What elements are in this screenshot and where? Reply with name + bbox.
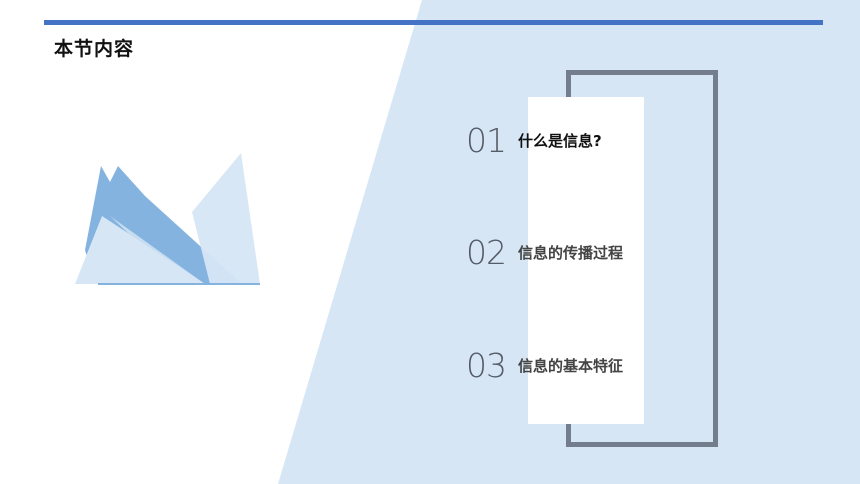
agenda-item-label: 信息的基本特征 [518, 356, 624, 375]
agenda-item-label: 信息的传播过程 [518, 243, 624, 262]
agenda-item-label: 什么是信息? [518, 131, 602, 150]
agenda-item-number: 03 [466, 345, 507, 385]
agenda-item-1[interactable]: 01 什么是信息? [466, 120, 602, 160]
agenda-panel [528, 97, 644, 424]
agenda-item-3[interactable]: 03 信息的基本特征 [466, 345, 623, 385]
page-title: 本节内容 [54, 38, 135, 60]
top-accent-bar [44, 20, 823, 25]
agenda-item-number: 01 [466, 120, 507, 160]
agenda-item-number: 02 [466, 232, 507, 272]
mountain-icon [75, 153, 260, 285]
agenda-item-2[interactable]: 02 信息的传播过程 [466, 232, 623, 272]
